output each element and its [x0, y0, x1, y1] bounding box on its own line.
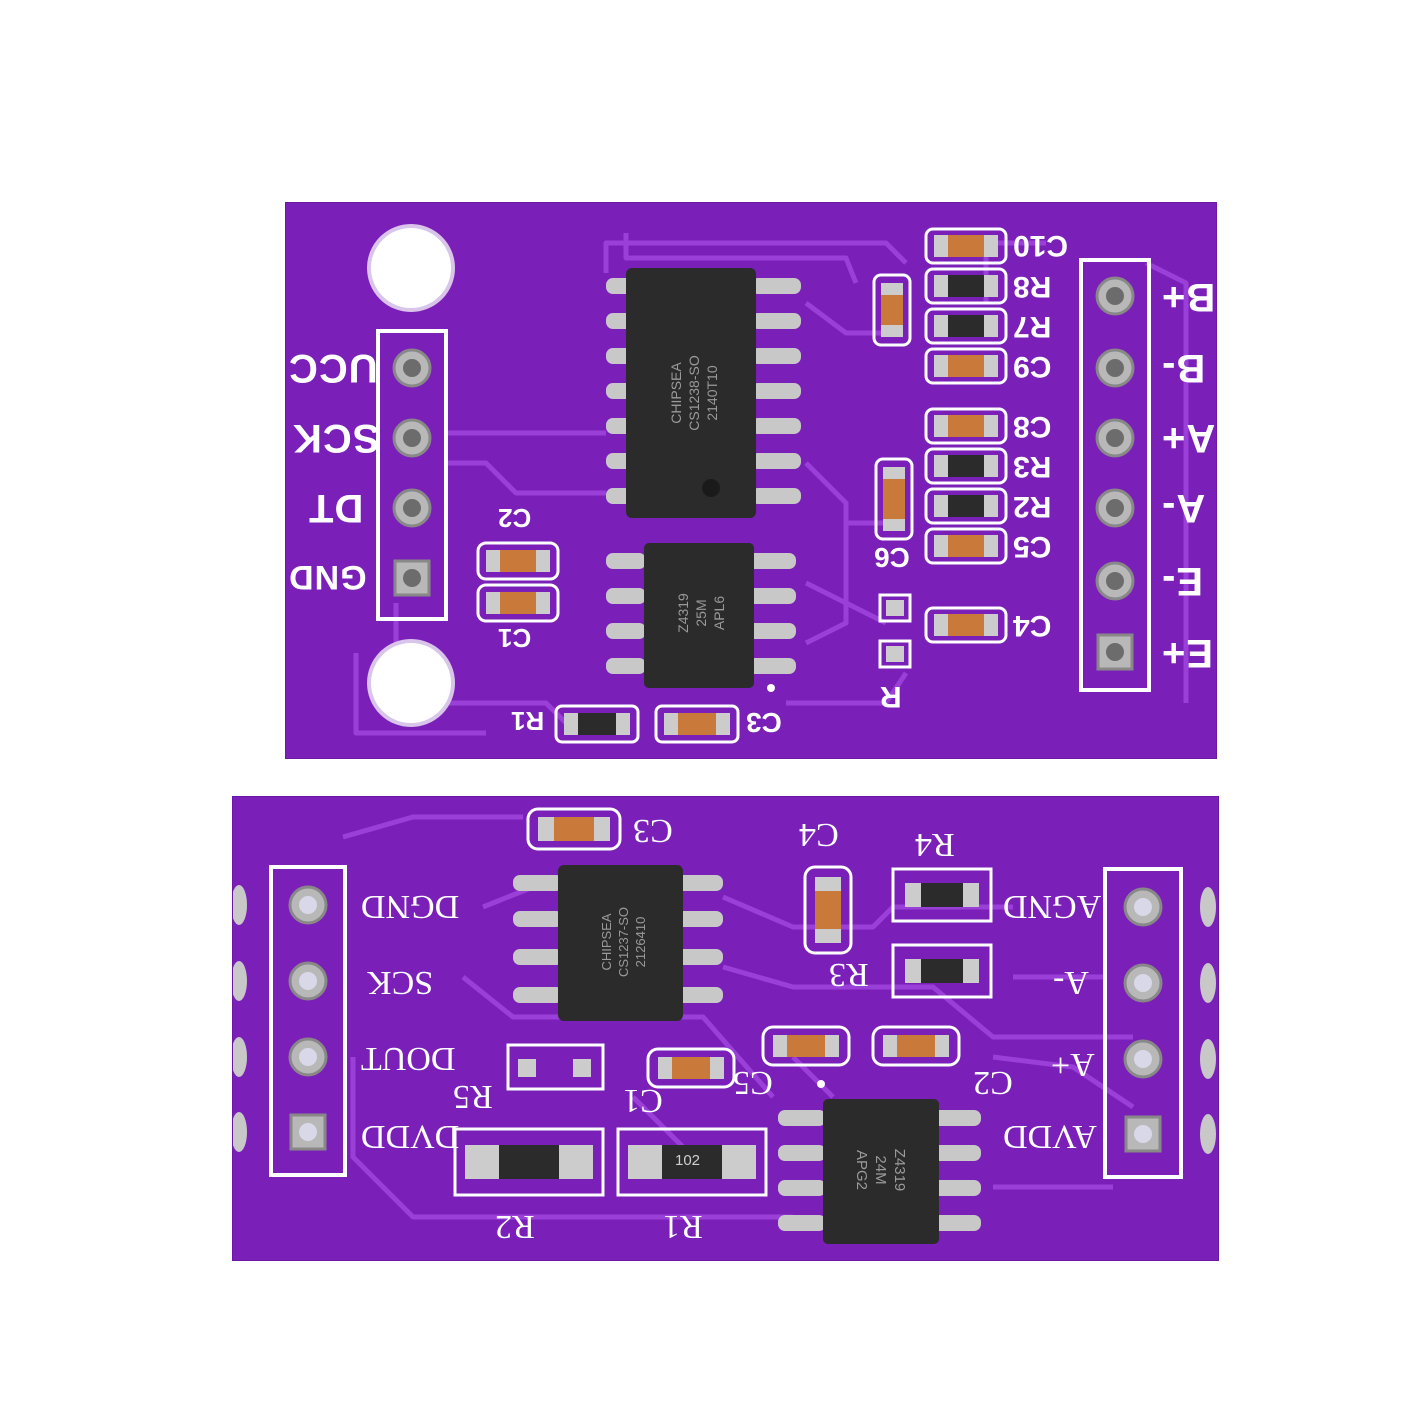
top-chip-line-1: CHIPSEA — [668, 362, 684, 424]
bottom-pin-label-dgnd: DGND — [361, 888, 460, 925]
top-label-c10: C10 — [1013, 229, 1069, 262]
bottom-pin-label-aminus: A- — [1053, 964, 1089, 1001]
top-label-r: R — [880, 680, 902, 713]
bottom-reg-line-2: 24M — [872, 1155, 890, 1185]
bottom-label-r1: R1 — [663, 1208, 703, 1245]
top-passives — [476, 227, 1008, 744]
bottom-pcb-board: CHIPSEA CS1237-SO 2126410 Z4319 24M APG2… — [233, 797, 1218, 1260]
bottom-label-r2: R2 — [495, 1208, 535, 1245]
bottom-board-artwork — [233, 807, 1216, 1244]
bottom-left-header-pins — [233, 885, 328, 1152]
bottom-label-r5: R5 — [453, 1078, 493, 1115]
top-label-r8: R8 — [1013, 270, 1052, 303]
bottom-reg-line-3: APG2 — [853, 1149, 871, 1191]
bottom-pin-label-aplus: A+ — [1051, 1046, 1095, 1083]
bottom-passives — [453, 807, 993, 1197]
top-label-c8: C8 — [1013, 410, 1052, 443]
bottom-label-c1: C1 — [623, 1082, 663, 1119]
top-reg-line-2: 25M — [693, 599, 709, 627]
top-board-artwork — [353, 224, 1189, 744]
bottom-label-c2: C2 — [973, 1064, 1013, 1101]
bottom-pin-label-dout: DOUT — [361, 1040, 456, 1077]
top-label-r3: R3 — [1013, 450, 1052, 483]
bottom-chip-line-1: CHIPSEA — [598, 913, 614, 971]
top-pin-label-eminus: E- — [1161, 559, 1203, 603]
bottom-left-header-outline — [269, 865, 347, 1177]
mounting-hole-top — [367, 224, 455, 312]
bottom-right-header-pins — [1123, 887, 1216, 1154]
bottom-pin-label-avdd: AVDD — [1003, 1118, 1097, 1155]
top-label-r2: R2 — [1013, 490, 1052, 523]
top-pin-label-bplus: B+ — [1161, 275, 1216, 319]
top-label-c6: C6 — [874, 542, 910, 573]
top-label-c4: C4 — [1013, 609, 1052, 642]
bottom-label-r4: R4 — [915, 826, 955, 863]
top-main-chip-marking: CHIPSEA CS1238-SO 2140T10 — [614, 353, 774, 433]
top-chip-line-2: CS1238-SO — [686, 355, 702, 431]
top-pin-label-gnd: GND — [288, 558, 367, 596]
bottom-r1-value: 102 — [675, 1152, 701, 1169]
top-pin-label-ucc: UCC — [288, 346, 378, 390]
top-pin-label-bminus: B- — [1161, 346, 1206, 390]
top-label-c2: C2 — [498, 503, 532, 533]
top-pin-label-aminus: A- — [1161, 486, 1206, 530]
bottom-main-chip — [513, 865, 723, 1021]
bottom-label-c3: C3 — [633, 812, 673, 849]
left-header-outline — [376, 329, 448, 621]
left-header-pins — [392, 348, 432, 597]
mounting-hole-bottom — [367, 639, 455, 727]
top-chip-line-3: 2140T10 — [704, 365, 720, 421]
bottom-pin-label-sck: SCK — [367, 964, 434, 1001]
bottom-label-r3: R3 — [829, 956, 869, 993]
top-label-c3: C3 — [746, 707, 782, 738]
right-header-pins — [1095, 276, 1135, 671]
bottom-pin-label-agnd: AGND — [1003, 888, 1102, 925]
top-pin-label-aplus: A+ — [1161, 416, 1216, 460]
top-reg-line-3: APL6 — [711, 595, 727, 631]
top-label-r7: R7 — [1013, 310, 1052, 343]
top-pin-label-dt: DT — [308, 486, 364, 530]
bottom-regulator-chip — [778, 1080, 981, 1244]
bottom-pin-label-dvdd: DVDD — [361, 1118, 460, 1155]
top-pin-label-eplus: E+ — [1161, 631, 1214, 675]
bottom-chip-line-2: CS1237-SO — [615, 906, 631, 978]
top-pin-label-sck: SCK — [292, 416, 380, 460]
top-main-chip — [606, 268, 801, 518]
bottom-main-chip-marking: CHIPSEA CS1237-SO 2126410 — [578, 887, 668, 997]
bottom-chip-line-3: 2126410 — [632, 916, 648, 968]
right-header-outline — [1079, 258, 1151, 692]
top-traces — [353, 233, 1189, 736]
bottom-traces — [342, 814, 1135, 1220]
bottom-right-header-outline — [1103, 867, 1183, 1179]
top-label-c5: C5 — [1013, 530, 1052, 563]
bottom-reg-line-1: Z4319 — [891, 1148, 909, 1192]
top-reg-line-1: Z4319 — [675, 593, 691, 633]
top-regulator-chip — [606, 543, 796, 692]
top-pcb-board: CHIPSEA CS1238-SO 2140T10 Z4319 25M APL6… — [286, 203, 1216, 758]
bottom-reg-chip-marking: Z4319 24M APG2 — [838, 1122, 924, 1218]
top-reg-chip-marking: Z4319 25M APL6 — [661, 568, 741, 658]
top-label-r1: R1 — [511, 706, 545, 736]
bottom-label-c5: C5 — [733, 1064, 773, 1101]
top-label-c1: C1 — [498, 623, 532, 653]
top-label-c9: C9 — [1013, 350, 1052, 383]
bottom-label-c4: C4 — [799, 816, 839, 853]
